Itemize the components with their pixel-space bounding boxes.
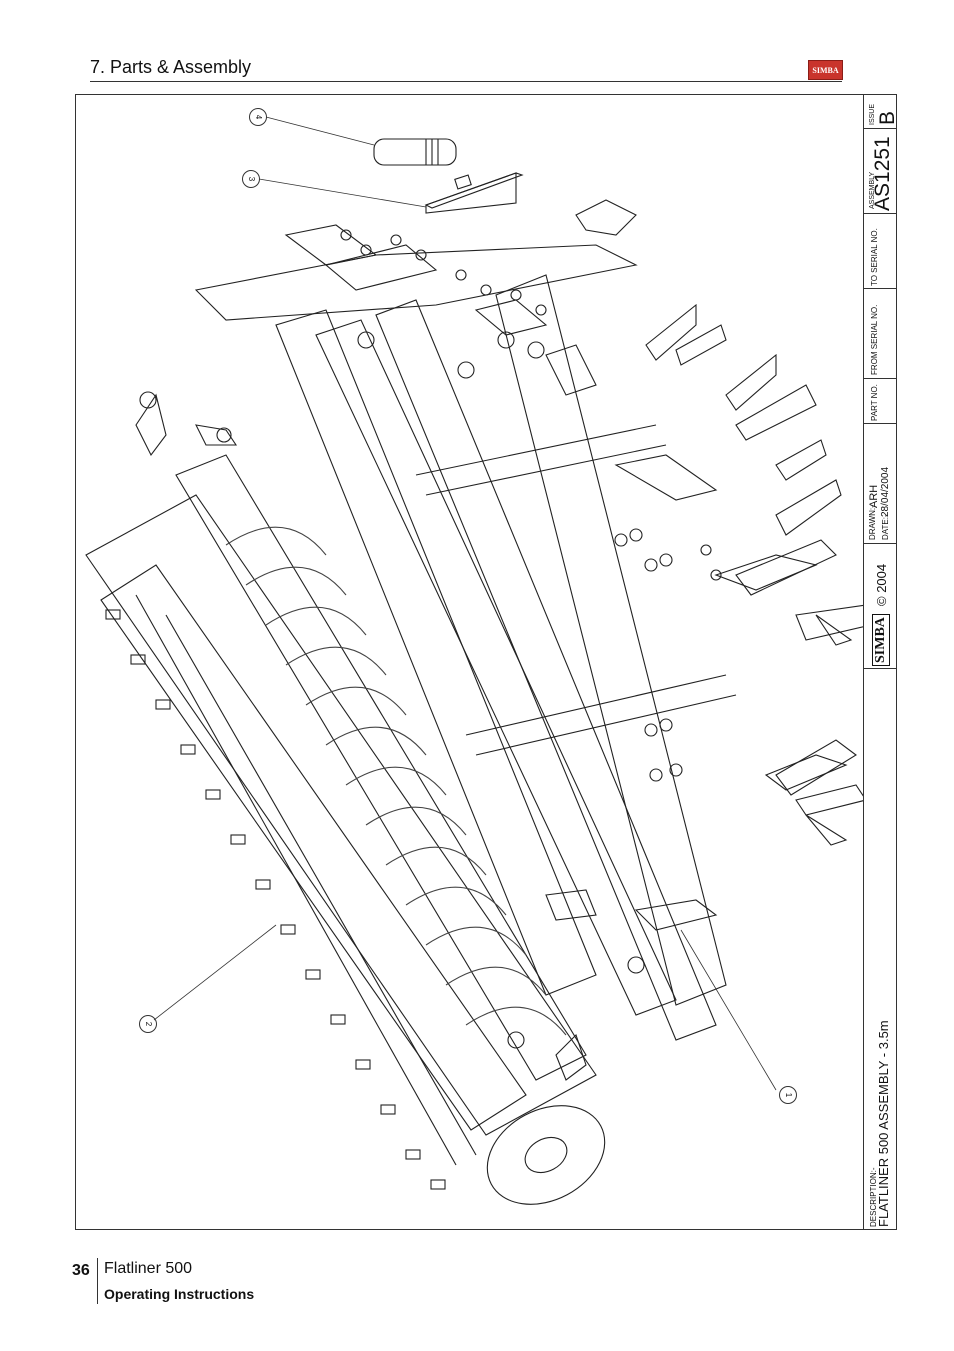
- issue-cell: ISSUE B: [864, 95, 897, 129]
- drawing-frame: [75, 94, 897, 1230]
- drawn-cell: DRAWN:- ARH DATE:- 28/04/2004: [864, 424, 897, 544]
- assembly-number: AS1251: [871, 136, 894, 211]
- description-cell: DESCRIPTION:- FLATLINER 500 ASSEMBLY - 3…: [864, 669, 897, 1229]
- assembly-cell: ASSEMBLY AS1251: [864, 129, 897, 214]
- page-number: 36: [72, 1262, 90, 1279]
- drawn-date: 28/04/2004: [880, 466, 891, 517]
- part-4-canister: [373, 138, 457, 166]
- product-name: Flatliner 500: [104, 1260, 193, 1277]
- balloon-4: 4: [249, 108, 267, 126]
- from-serial-label: FROM SERIAL NO.: [870, 304, 879, 375]
- part-no-label: PART NO.: [870, 384, 879, 421]
- to-serial-label: TO SERIAL NO.: [870, 228, 879, 286]
- copyright: © 2004: [874, 563, 889, 606]
- to-serial-cell: TO SERIAL NO.: [864, 214, 897, 289]
- part-3-manual: [424, 172, 524, 214]
- roller-assembly: [85, 391, 606, 1205]
- leader-lines: [153, 116, 777, 1091]
- headstock: [284, 199, 718, 974]
- issue-label: ISSUE: [869, 103, 876, 125]
- assembly-drawing: [85, 116, 863, 1205]
- simba-logo: SIMBA: [808, 60, 843, 80]
- main-frame: [194, 244, 737, 1041]
- footer-divider: [97, 1258, 98, 1304]
- drawn-by: ARH: [868, 484, 880, 508]
- part-no-cell: PART NO.: [864, 379, 897, 424]
- drawn-label: DRAWN:-: [868, 505, 877, 540]
- header-divider: [90, 81, 842, 82]
- description-text: FLATLINER 500 ASSEMBLY - 3.5m: [876, 1020, 891, 1227]
- section-title: 7. Parts & Assembly: [90, 57, 252, 77]
- balloon-3: 3: [242, 170, 260, 188]
- balloon-1: 1: [779, 1086, 797, 1104]
- from-serial-cell: FROM SERIAL NO.: [864, 289, 897, 379]
- brand-cell: SIMBA © 2004: [864, 544, 897, 669]
- simba-wordmark: SIMBA: [872, 614, 890, 666]
- date-label: DATE:-: [881, 514, 890, 540]
- title-block: ISSUE B ASSEMBLY AS1251 TO SERIAL NO. FR…: [863, 95, 897, 1229]
- document-subtitle: Operating Instructions: [104, 1286, 255, 1302]
- tines: [614, 303, 863, 846]
- issue-value: B: [876, 110, 897, 125]
- balloon-2: 2: [139, 1015, 157, 1033]
